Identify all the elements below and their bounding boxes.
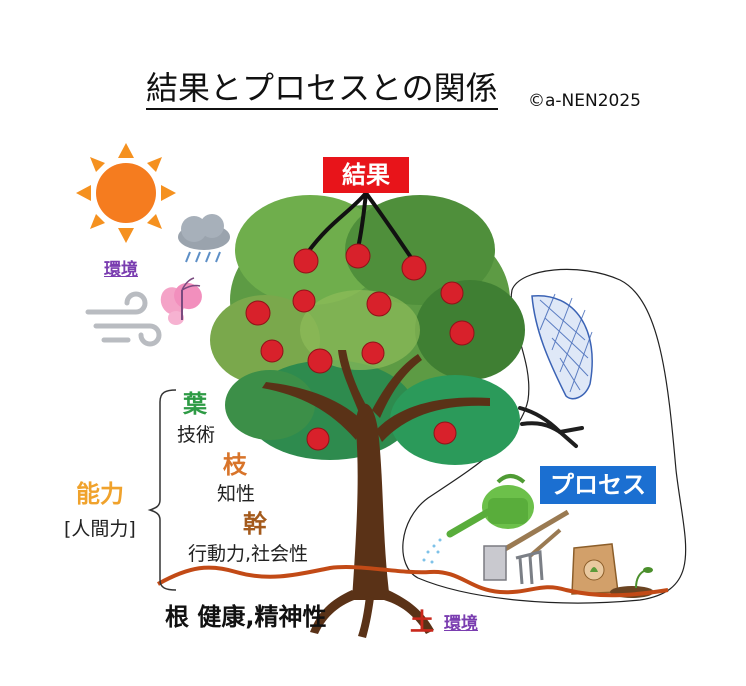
- net-icon: [531, 293, 593, 400]
- tree-trunk: [262, 350, 490, 600]
- root-label: 根 健康,精神性: [165, 603, 327, 631]
- branch-label: 枝: [223, 451, 247, 479]
- fruit: [345, 243, 371, 269]
- trunk-meaning-label: 行動力,社会性: [188, 543, 309, 565]
- fruit: [293, 248, 319, 274]
- fruit-group: [245, 243, 475, 451]
- environment-label-top: 環境: [104, 260, 138, 280]
- tree-roots: [310, 590, 434, 638]
- ability-label: 能力: [76, 480, 124, 508]
- leaf-meaning-label: 技術: [177, 424, 216, 446]
- ability-bracket: [147, 389, 177, 591]
- ground-line: [157, 565, 669, 598]
- fruit: [440, 281, 464, 305]
- wind-icon: [85, 291, 162, 347]
- pruning-shears-icon: [518, 406, 584, 448]
- sun-icon: [76, 143, 176, 243]
- fertilizer-bag-icon: [571, 543, 619, 595]
- environment-label-bottom: 環境: [444, 614, 478, 634]
- fruit: [449, 320, 475, 346]
- page-title: 結果とプロセスとの関係: [146, 72, 498, 110]
- fruit: [433, 421, 457, 445]
- branch-meaning-label: 知性: [217, 483, 256, 505]
- fruit: [401, 255, 427, 281]
- rain-cloud-icon: [178, 214, 230, 263]
- fruit: [292, 289, 316, 313]
- watering-can-icon: [422, 474, 534, 564]
- fruit: [260, 339, 284, 363]
- fruit: [361, 341, 385, 365]
- result-badge: 結果: [323, 157, 409, 193]
- fruit: [306, 427, 330, 451]
- fruit: [245, 300, 271, 326]
- fruit: [307, 348, 333, 374]
- rake-icon: [515, 528, 562, 585]
- shovel-icon: [483, 509, 570, 581]
- process-badge: プロセス: [540, 466, 656, 504]
- fruit: [366, 291, 392, 317]
- trunk-label: 幹: [243, 510, 267, 538]
- leaf-label: 葉: [183, 390, 207, 418]
- butterfly-icon: [160, 277, 202, 325]
- ability-sub-label: [人間力]: [64, 518, 136, 540]
- soil-label: 土: [410, 608, 434, 636]
- copyright-label: ©a-NEN2025: [528, 91, 641, 111]
- result-connectors: [306, 191, 416, 264]
